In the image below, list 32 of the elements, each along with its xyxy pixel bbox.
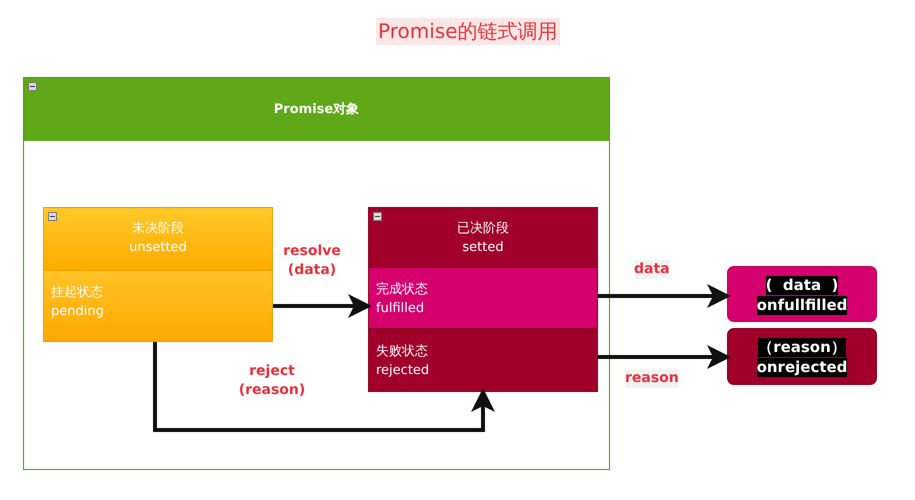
state-name: 挂起状态 [50,284,104,302]
arrow [273,294,372,318]
state-name: 完成状态 [375,281,429,299]
state-name: 失败状态 [375,343,429,361]
stage-title: 已决阶段 [456,220,510,238]
state-box [368,267,598,329]
callback-name: onrejected [756,358,848,377]
callback-box [727,266,877,322]
arrow [153,342,495,432]
arrow [598,284,731,308]
edge-label: reason [625,368,679,388]
state-box [368,329,598,392]
stage-subtitle: unsetted [128,239,188,257]
callback-argument: （reason） [758,338,846,357]
callback-name: onfullfilled [756,296,848,315]
edge-label: data [634,260,670,278]
stage-subtitle: setted [461,239,505,257]
container-panel [23,77,610,470]
stage-box [368,207,598,391]
arrow [598,345,731,369]
state-value: fulfilled [375,300,426,318]
edge-label: reject (reason) [238,362,306,400]
stage-box [43,207,273,341]
panel-header: Promise对象 [272,101,360,119]
state-value: rejected [375,362,430,380]
edge-label: resolve (data) [282,242,342,280]
callback-box [727,328,877,385]
stage-title: 未决阶段 [131,220,185,238]
state-box [43,270,273,342]
callback-argument: ( data ) [766,276,838,295]
state-value: pending [50,303,105,321]
title: Promise的链式调用 [376,18,560,45]
